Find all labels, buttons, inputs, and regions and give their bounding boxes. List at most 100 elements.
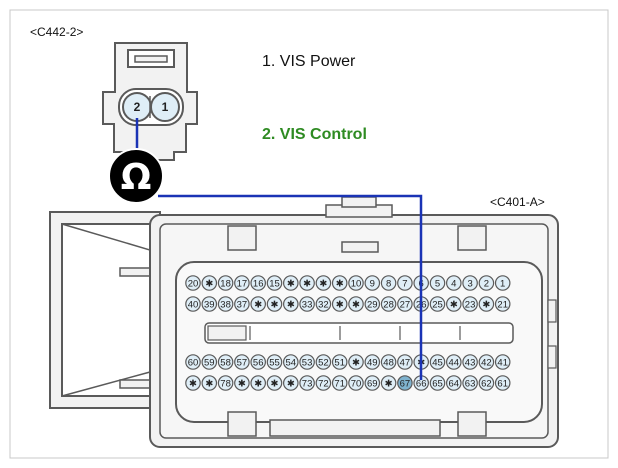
c401-pin-21: [494, 296, 511, 312]
c401-pin-label: 70: [351, 378, 362, 389]
c442-connector: 2 1: [102, 42, 198, 161]
c401-pin-1: [494, 275, 511, 291]
c401-pin-label: 8: [386, 278, 391, 289]
c401-pin-69: [364, 375, 381, 391]
c401-pin-label: ✱: [189, 378, 197, 389]
c401-pin-label: 47: [400, 357, 411, 368]
c401-pin-29: [364, 296, 381, 312]
c401-pin-label: 66: [416, 378, 427, 389]
c401-pin-53: [299, 354, 315, 370]
c401-pin-blank: [282, 275, 299, 291]
c401-pin-label: ✱: [303, 278, 311, 289]
c401-pin-41: [494, 354, 511, 370]
c401-pin-blank: [201, 275, 218, 291]
c401-pin-2: [478, 275, 495, 291]
c401-pin-blank: [348, 354, 364, 370]
c442-pin-2-label: 2: [134, 100, 141, 114]
c401-pin-58: [217, 354, 234, 370]
c401-pin-9: [364, 275, 381, 291]
c401-pin-8: [380, 275, 397, 291]
c401-pin-label: 25: [432, 299, 443, 310]
c401-pin-54: [282, 354, 299, 370]
c401-pin-label: ✱: [271, 378, 279, 389]
c401-pin-23: [462, 296, 478, 312]
c401-pin-label: 54: [286, 357, 297, 368]
c401-pin-label: 53: [302, 357, 313, 368]
c401-pin-label: 57: [237, 357, 248, 368]
c401-pin-label: 7: [402, 278, 407, 289]
c401-pin-72: [315, 375, 332, 391]
c401-pin-57: [234, 354, 250, 370]
c401-label: <C401-A>: [490, 195, 545, 209]
c401-pin-25: [429, 296, 446, 312]
c401-pin-label: ✱: [450, 299, 458, 310]
c401-pin-16: [250, 275, 267, 291]
c401-pin-label: 73: [302, 378, 313, 389]
c442-pin-1: [150, 92, 180, 122]
c401-pin-blank: [380, 375, 397, 391]
vis-power-label: 1. VIS Power: [262, 53, 356, 70]
c401-pin-39: [201, 296, 218, 312]
probe-wiring: [135, 118, 423, 380]
c401-pin-71: [331, 375, 348, 391]
c401-pin-61: [494, 375, 511, 391]
c401-pin-label: 4: [451, 278, 456, 289]
c401-pin-label: 43: [465, 357, 476, 368]
c401-pin-label: 56: [253, 357, 264, 368]
c401-pin-3: [462, 275, 478, 291]
c401-pin-blank: [282, 375, 299, 391]
c401-pin-47: [397, 354, 413, 370]
c401-pin-label: 28: [383, 299, 394, 310]
c401-pin-blank: [478, 296, 495, 312]
c401-pin-48: [380, 354, 397, 370]
c401-pin-7: [397, 275, 413, 291]
c401-pin-label: 10: [351, 278, 362, 289]
c401-pin-44: [445, 354, 462, 370]
c401-pin-65: [429, 375, 446, 391]
c401-pin-blank: [201, 375, 218, 391]
c401-pin-59: [201, 354, 218, 370]
c401-pin-28: [380, 296, 397, 312]
c401-pin-33: [299, 296, 315, 312]
wire-meter-to-c401: [158, 194, 423, 380]
c401-pin-64: [445, 375, 462, 391]
c401-pin-label: 32: [318, 299, 329, 310]
c401-pin-label: 48: [383, 357, 394, 368]
c401-pin-label: 45: [432, 357, 443, 368]
c401-pin-label: ✱: [205, 378, 213, 389]
c401-pin-label: ✱: [287, 378, 295, 389]
c401-pin-blank: [445, 296, 462, 312]
c401-pin-43: [462, 354, 478, 370]
c401-pin-label: 63: [465, 378, 476, 389]
c401-pin-56: [250, 354, 267, 370]
c401-pin-55: [266, 354, 283, 370]
c401-pin-label: 72: [318, 378, 329, 389]
c401-pin-label: 16: [253, 278, 264, 289]
c401-pin-78: [217, 375, 234, 391]
c401-pin-label: ✱: [482, 299, 490, 310]
c401-pin-63: [462, 375, 478, 391]
c401-pin-blank: [185, 375, 201, 391]
c401-pin-label: 39: [204, 299, 215, 310]
c401-pin-label: ✱: [271, 299, 279, 310]
c401-pin-label: 69: [367, 378, 378, 389]
c401-pin-label: ✱: [352, 357, 360, 368]
c401-pin-label: 9: [370, 278, 375, 289]
c401-pin-20: [185, 275, 201, 291]
c401-pin-label: 37: [237, 299, 248, 310]
c401-pin-label: 78: [220, 378, 231, 389]
c401-pin-49: [364, 354, 381, 370]
c401-pin-label: 2: [484, 278, 489, 289]
c401-pin-10: [348, 275, 364, 291]
c401-pin-label: ✱: [336, 278, 344, 289]
c401-pin-blank: [250, 375, 267, 391]
c401-pin-blank: [266, 375, 283, 391]
c401-pin-label: ✱: [254, 378, 262, 389]
c401-pin-blank: [331, 296, 348, 312]
ohm-symbol: Ω: [121, 157, 152, 198]
c401-pin-label: 20: [188, 278, 199, 289]
c401-pin-label: ✱: [254, 299, 262, 310]
c401-pin-blank: [315, 275, 332, 291]
c401-pin-label: 41: [497, 357, 508, 368]
